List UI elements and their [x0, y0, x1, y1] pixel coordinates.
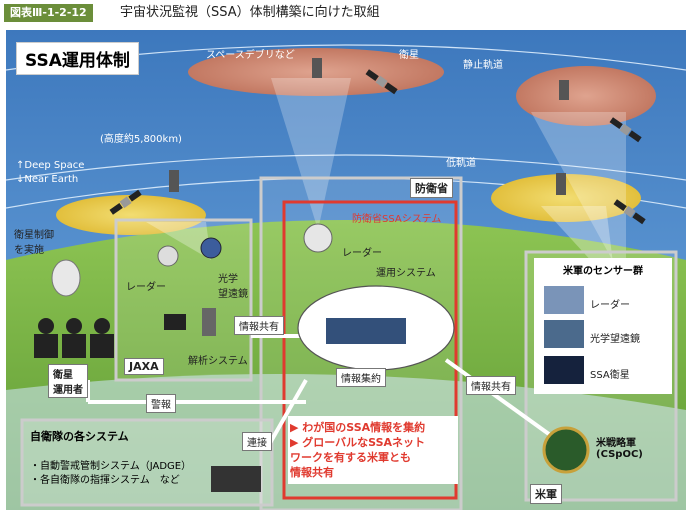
- link-sdf: [264, 379, 308, 451]
- mod-ssa-box: [282, 200, 458, 500]
- mod-bullet-list: ▶ わが国のSSA情報を集約 ▶ グローバルなSSAネット ワークを有する米軍と…: [288, 416, 458, 484]
- sdf-facility: [211, 466, 261, 492]
- mod-bullet-item: ▶ わが国のSSA情報を集約: [290, 421, 426, 434]
- mod-tag: 防衛省: [410, 178, 453, 198]
- alert-tag: 警報: [146, 394, 176, 413]
- control-antenna: [51, 259, 81, 297]
- altitude-line: [6, 154, 686, 181]
- space-debris-label: スペースデブリなど: [206, 50, 295, 61]
- jaxa-radar-label: レーダー: [126, 282, 166, 293]
- radar-dome: [303, 223, 333, 253]
- low-disc-right: [491, 174, 641, 222]
- debris-icon: [556, 173, 566, 195]
- us-sensor-title: 米軍のセンサー群: [563, 266, 643, 277]
- ssa-diagram: SSA運用体制 スペースデブリなど 衛星 静止軌道 (高度約5,800km) ↑…: [6, 30, 686, 510]
- info-aggregation-tag: 情報集約: [336, 368, 386, 387]
- jaxa-telescope: [200, 237, 222, 259]
- us-sensor-radar: レーダー: [590, 300, 630, 311]
- satellite-control-label: 衛星制御 を実施: [14, 230, 54, 256]
- satellite-icon: [109, 189, 142, 215]
- altitude-label: (高度約5,800km): [100, 134, 182, 145]
- beam-center: [271, 78, 351, 230]
- satellite-label: 衛星: [399, 50, 419, 61]
- operations-consoles: [326, 318, 406, 344]
- us-radar-photo: [544, 286, 584, 314]
- figure-header: 図表Ⅲ-1-2-12 宇宙状況監視（SSA）体制構築に向けた取組: [0, 0, 692, 26]
- jaxa-analysis-label: 解析システム: [188, 356, 248, 367]
- near-earth-label: ↓Near Earth: [16, 174, 79, 185]
- us-tag: 米軍: [530, 484, 562, 504]
- mod-ssa-system-title: 防衛省SSAシステム: [352, 214, 442, 225]
- jaxa-server: [202, 308, 216, 336]
- figure-title: 宇宙状況監視（SSA）体制構築に向けた取組: [120, 5, 380, 20]
- jaxa-tag: JAXA: [124, 358, 164, 375]
- jaxa-box: [114, 218, 253, 382]
- sdf-item: ・各自衛隊の指揮システム など: [30, 475, 180, 486]
- debris-icon: [312, 58, 322, 78]
- mod-operations-label: 運用システム: [376, 268, 436, 279]
- info-share-left-tag: 情報共有: [234, 316, 284, 335]
- low-orbit-label: 低軌道: [446, 158, 476, 169]
- debris-icon: [169, 170, 179, 192]
- us-sensor-telescope: 光学望遠鏡: [590, 334, 640, 345]
- stratcom-emblem: [542, 426, 590, 474]
- diagram-title: SSA運用体制: [16, 42, 139, 75]
- mod-bullet-item: ▶ グローバルなSSAネット ワークを有する米軍とも 情報共有: [290, 436, 426, 479]
- geo-orbit-label: 静止軌道: [463, 60, 503, 71]
- info-share-right-tag: 情報共有: [466, 376, 516, 395]
- low-disc-left: [56, 195, 206, 235]
- jaxa-computer: [164, 314, 186, 330]
- sdf-title: 自衛隊の各システム: [30, 430, 129, 443]
- beam-right: [531, 112, 626, 285]
- us-satellite-photo: [544, 356, 584, 384]
- satellite-icon: [609, 117, 642, 143]
- satellite-icon: [613, 199, 646, 225]
- geo-disc-right: [516, 66, 656, 126]
- satellite-icon: [365, 69, 398, 95]
- diagram-background: [6, 30, 686, 510]
- coordination-tag: 連接: [242, 432, 272, 451]
- figure-id: 図表Ⅲ-1-2-12: [4, 4, 93, 22]
- sdf-list: ・自動警戒管制システム（JADGE） ・各自衛隊の指揮システム など: [30, 460, 191, 488]
- us-stratcom-label: 米戦略軍 (CSpOC): [596, 438, 643, 460]
- jaxa-radar: [157, 245, 179, 267]
- satellite-operator-tag: 衛星 運用者: [48, 364, 88, 398]
- beam-left: [146, 222, 211, 260]
- sdf-item: ・自動警戒管制システム（JADGE）: [30, 461, 192, 472]
- us-sensor-satellite: SSA衛星: [590, 370, 630, 381]
- mod-radar-label: レーダー: [342, 248, 382, 259]
- debris-icon: [559, 80, 569, 100]
- us-telescope-photo: [544, 320, 584, 348]
- jaxa-optical-label: 光学 望遠鏡: [218, 274, 248, 300]
- deep-space-label: ↑Deep Space: [16, 160, 85, 171]
